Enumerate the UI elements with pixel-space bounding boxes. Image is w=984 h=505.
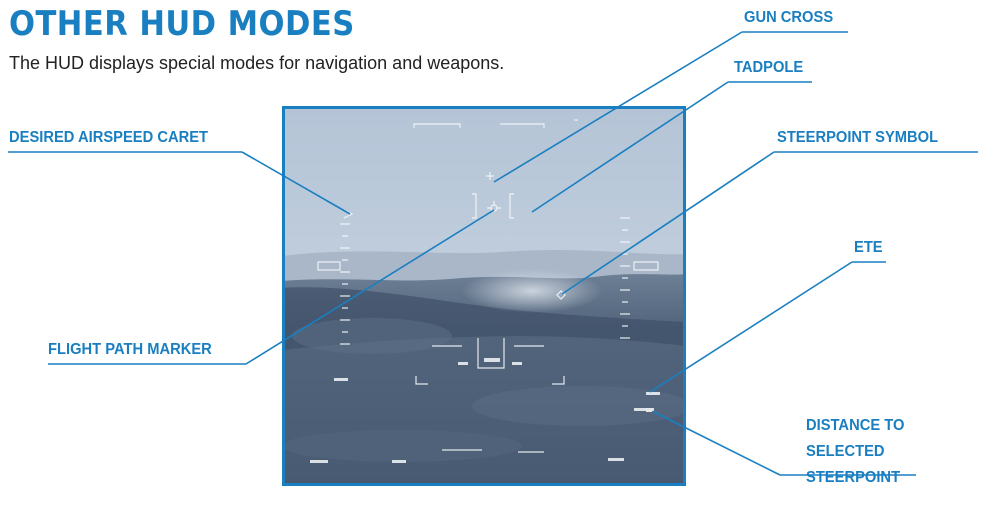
hud-cloud xyxy=(462,269,602,313)
callout-flight-path-marker: FLIGHT PATH MARKER xyxy=(48,341,212,358)
callout-distance-line-1: DISTANCE TO xyxy=(806,417,905,434)
callout-distance-to-selected-steerpoint: DISTANCE TO SELECTED STEERPOINT xyxy=(806,413,904,491)
gun-cross-symbol xyxy=(486,172,494,180)
page-subtitle: The HUD displays special modes for navig… xyxy=(9,53,505,73)
callout-steerpoint-symbol: STEERPOINT SYMBOL xyxy=(777,129,939,146)
callout-tadpole: TADPOLE xyxy=(734,59,804,76)
callout-desired-airspeed-caret: DESIRED AIRSPEED CARET xyxy=(9,129,209,146)
hud-screenshot xyxy=(282,106,686,486)
callout-distance-line-3: STEERPOINT xyxy=(806,469,901,486)
callout-ete: ETE xyxy=(854,239,883,256)
callout-distance-line-2: SELECTED xyxy=(806,443,885,460)
callout-gun-cross: GUN CROSS xyxy=(744,9,834,26)
page-title: OTHER HUD MODES xyxy=(9,4,355,44)
